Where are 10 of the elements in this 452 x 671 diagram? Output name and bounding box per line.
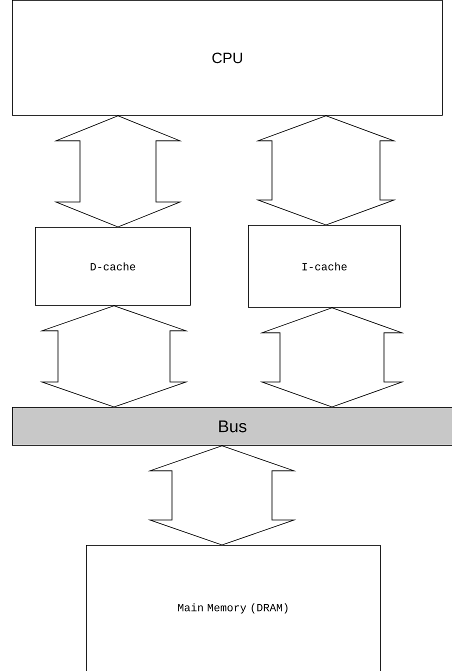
- double-arrow: [40, 305, 188, 408]
- cache-box: I-cache: [248, 225, 401, 308]
- bus-bar: Bus: [12, 407, 452, 446]
- double-arrow: [54, 115, 182, 228]
- cpu-box: CPU: [12, 0, 443, 116]
- double-arrow: [260, 307, 404, 408]
- cache-box: D-cache: [35, 227, 191, 306]
- memory-box: Main Memory (DRAM): [86, 545, 381, 671]
- double-arrow: [148, 445, 296, 546]
- double-arrow: [256, 115, 396, 226]
